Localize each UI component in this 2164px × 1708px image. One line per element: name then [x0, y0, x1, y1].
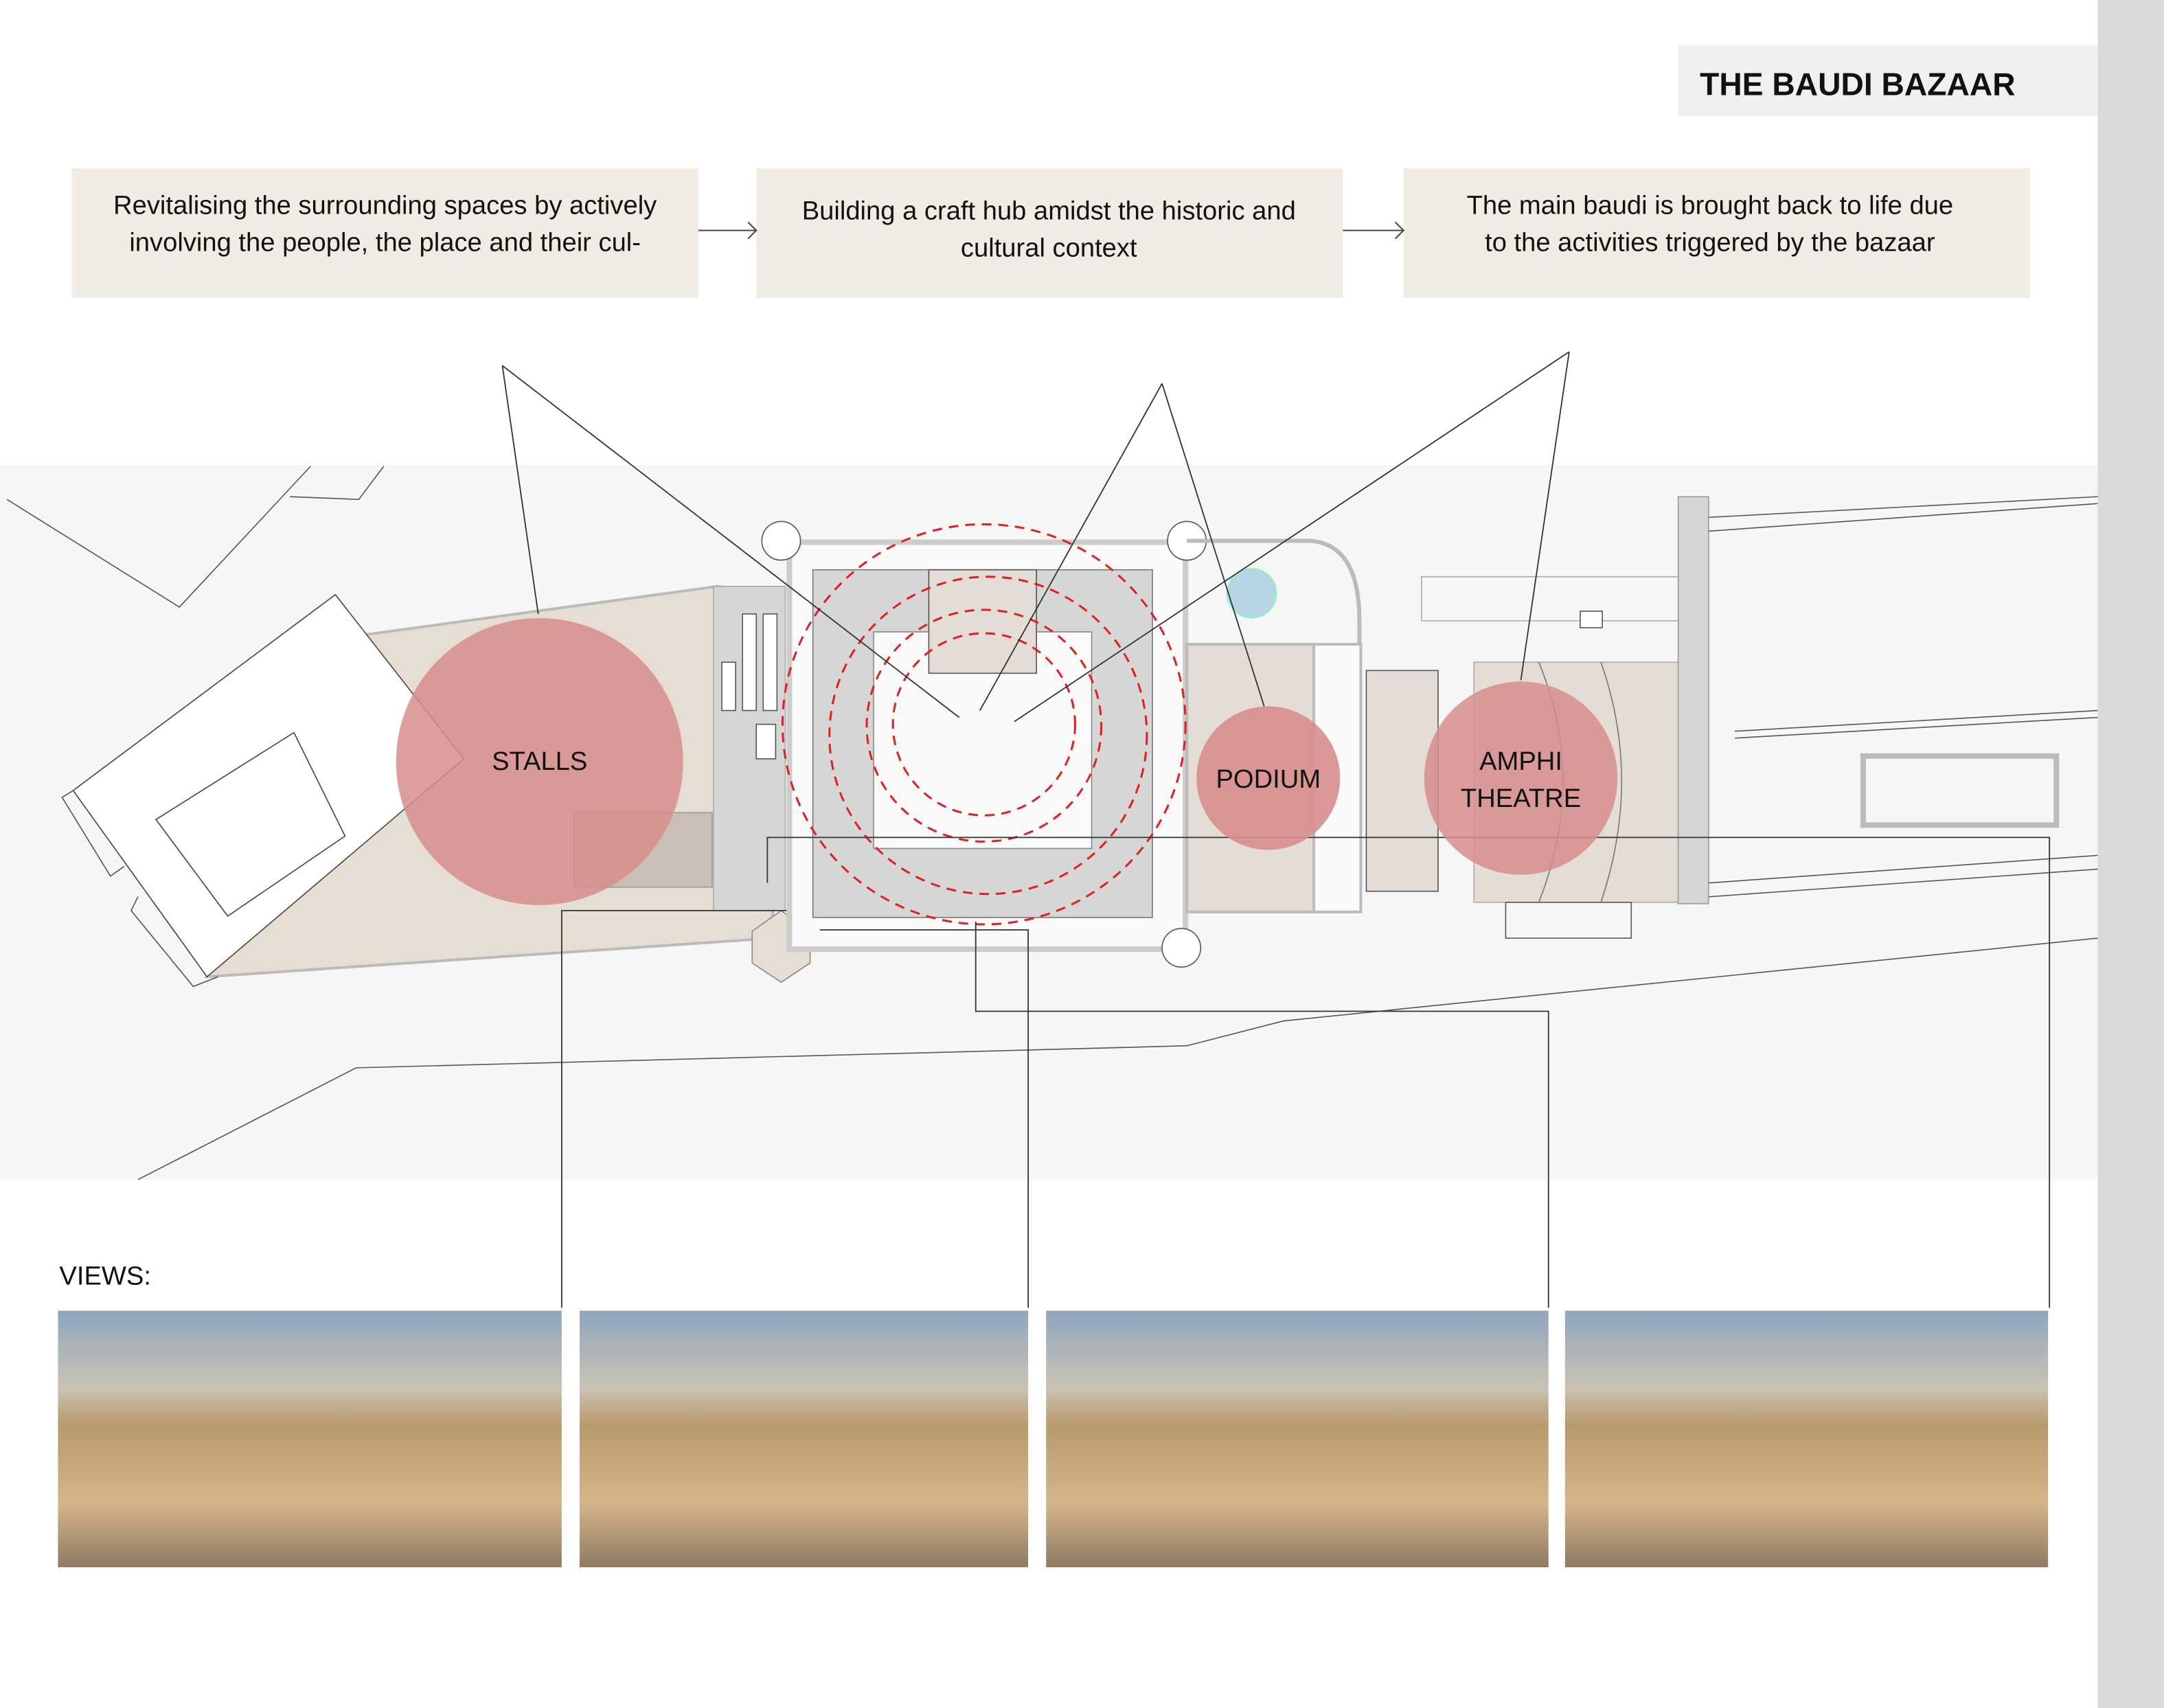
view-photo-2	[580, 1310, 1029, 1568]
concept-pointer-lines	[501, 351, 2051, 1308]
zone-label: AMPHI	[1479, 747, 1562, 776]
concept-box-3: The main baudi is brought back to life d…	[1403, 168, 2031, 298]
page-title: THE BAUDI BAZAAR	[1700, 67, 2016, 102]
title-block: THE BAUDI BAZAAR	[1678, 45, 2098, 116]
zone-label: THEATRE	[1461, 784, 1581, 813]
zone-podium: PODIUM	[1196, 706, 1341, 850]
concept-text: cultural context	[961, 234, 1137, 263]
concept-text: to the activities triggered by the bazaa…	[1485, 228, 1935, 258]
concept-text: Revitalising the surrounding spaces by a…	[113, 190, 657, 220]
concept-text: involving the people, the place and thei…	[129, 228, 641, 258]
view-photo-3	[1046, 1310, 1549, 1568]
zone-label: PODIUM	[1216, 764, 1321, 794]
zone-stalls: STALLS	[396, 617, 683, 905]
flow-arrows	[698, 221, 1405, 240]
view-photo-4	[1564, 1310, 2049, 1568]
side-bar	[2097, 0, 2164, 1708]
concept-text: Building a craft hub amidst the historic…	[802, 196, 1296, 225]
zone-amphitheatre: AMPHI THEATRE	[1424, 681, 1618, 875]
concept-text: The main baudi is brought back to life d…	[1467, 190, 1954, 220]
view-photo-1	[58, 1310, 562, 1568]
zone-label: STALLS	[492, 747, 587, 776]
concept-box-2: Building a craft hub amidst the historic…	[756, 168, 1343, 298]
views-heading: VIEWS:	[59, 1261, 151, 1290]
activity-ripple-circles	[781, 523, 1187, 926]
concept-box-1: Revitalising the surrounding spaces by a…	[71, 168, 698, 298]
